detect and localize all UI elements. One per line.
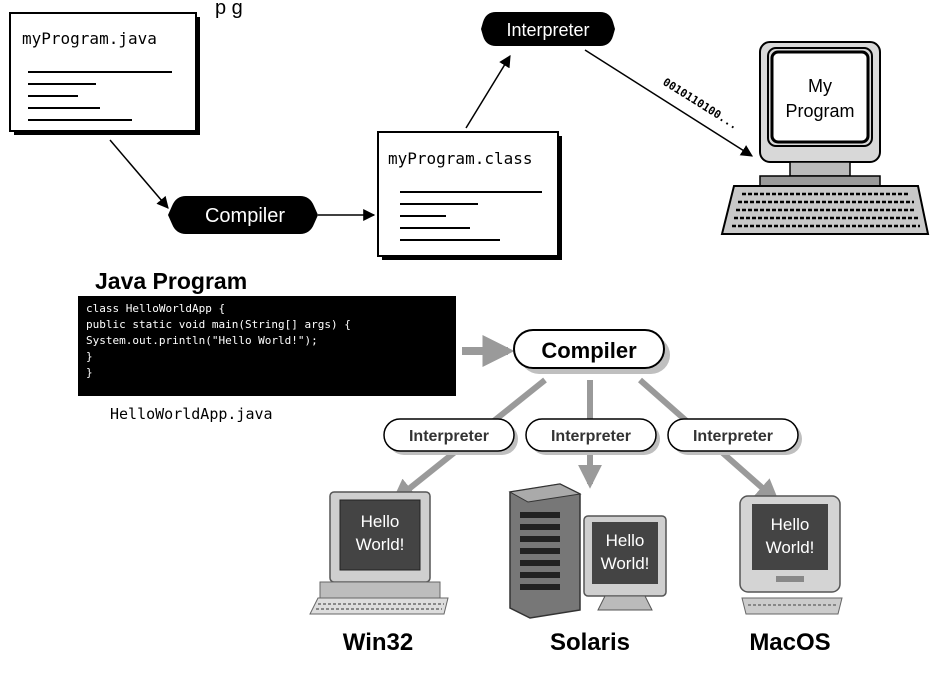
interpreter-label-macos: Interpreter xyxy=(693,428,773,445)
code-line: } xyxy=(86,350,93,363)
compiler-label-top: Compiler xyxy=(205,205,285,227)
win32-screen-world: World! xyxy=(356,535,405,554)
code-line: class HelloWorldApp { xyxy=(86,302,225,315)
screen-text-program: Program xyxy=(785,101,854,121)
class-file-document: myProgram.class xyxy=(377,131,562,260)
solaris-screen-hello: Hello xyxy=(606,531,645,550)
platform-win32-label: Win32 xyxy=(343,629,413,656)
macos-computer-icon: Hello World! xyxy=(739,495,843,615)
class-file-name: myProgram.class xyxy=(388,149,533,168)
svg-text:class HelloWorldApp {: class HelloWorldApp { public static void… xyxy=(86,302,358,379)
solaris-computer-icon: Hello World! xyxy=(508,483,667,619)
source-file-name: myProgram.java xyxy=(22,29,157,48)
macos-screen-world: World! xyxy=(766,538,815,557)
code-box: class HelloWorldApp { public static void… xyxy=(78,296,456,396)
partial-caption: p g xyxy=(215,0,243,19)
code-line: System.out.println("Hello World!"); xyxy=(86,334,318,347)
compiler-node-top: Compiler xyxy=(168,196,318,234)
source-file-document: myProgram.java xyxy=(9,12,200,135)
compiler-node-bottom: Compiler xyxy=(513,329,670,374)
win32-computer-icon: Hello World! xyxy=(309,491,449,615)
screen-text-my: My xyxy=(808,76,832,96)
interpreter-node-top: Interpreter xyxy=(481,12,615,46)
interpreter-node-win32: Interpreter xyxy=(383,418,518,455)
platform-solaris-label: Solaris xyxy=(550,629,630,656)
interpreter-node-macos: Interpreter xyxy=(667,418,802,455)
code-filename: HelloWorldApp.java xyxy=(110,405,273,423)
compiler-label-bottom: Compiler xyxy=(541,338,637,363)
solaris-screen-world: World! xyxy=(601,554,650,573)
arrow-class-to-interpreter xyxy=(465,54,511,129)
win32-screen-hello: Hello xyxy=(361,512,400,531)
code-line: public static void main(String[] args) { xyxy=(86,318,351,331)
arrow-source-to-compiler xyxy=(109,139,169,209)
arrow-interpreter-to-computer xyxy=(584,49,754,157)
code-line: } xyxy=(86,366,93,379)
platform-macos-label: MacOS xyxy=(749,629,830,656)
computer-icon-top: My Program xyxy=(720,41,930,235)
interpreter-node-solaris: Interpreter xyxy=(525,418,660,455)
interpreter-label-win32: Interpreter xyxy=(409,428,489,445)
java-program-title: Java Program xyxy=(95,268,247,294)
interpreter-label-solaris: Interpreter xyxy=(551,428,631,445)
macos-screen-hello: Hello xyxy=(771,515,810,534)
interpreter-label-top: Interpreter xyxy=(506,20,589,40)
